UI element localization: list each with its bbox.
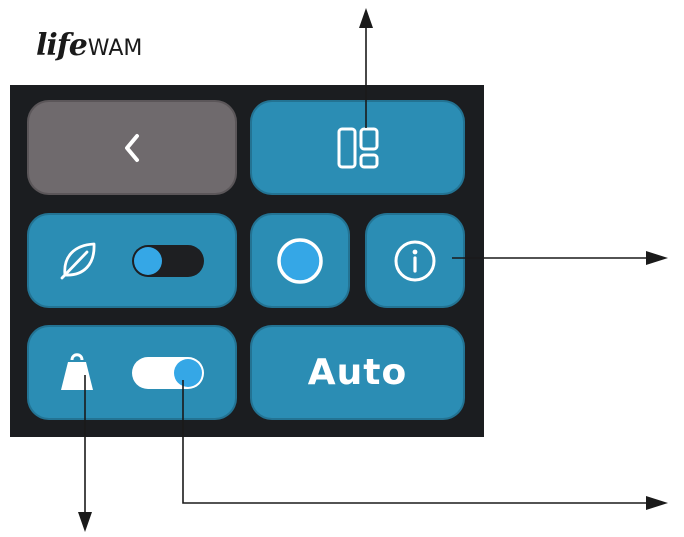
weight-button[interactable] — [27, 325, 237, 420]
arrow-toggle-line — [182, 380, 648, 504]
eco-mode-toggle-knob — [134, 247, 162, 275]
arrow-toggle-head — [646, 496, 668, 510]
chevron-left-icon — [125, 133, 139, 162]
arrow-weight-head — [78, 512, 92, 532]
circle-icon — [277, 237, 323, 284]
layout-icon — [337, 127, 378, 168]
auto-button[interactable]: Auto — [250, 325, 465, 420]
back-button[interactable] — [27, 100, 237, 195]
eco-mode-button[interactable] — [27, 213, 237, 308]
circle-button[interactable] — [250, 213, 350, 308]
info-button[interactable] — [365, 213, 465, 308]
eco-mode-toggle[interactable] — [132, 245, 204, 277]
control-panel-screen: Auto — [10, 85, 484, 437]
layout-button[interactable] — [250, 100, 465, 195]
weight-toggle[interactable] — [132, 357, 204, 389]
arrow-info-head — [646, 251, 668, 265]
arrow-layout-head — [359, 8, 373, 28]
weight-toggle-knob — [174, 359, 202, 387]
auto-button-label: Auto — [307, 352, 408, 393]
brand-wam: WAM — [87, 36, 143, 61]
info-icon — [394, 240, 436, 281]
leaf-icon — [60, 242, 96, 280]
brand-life: life — [36, 28, 88, 63]
